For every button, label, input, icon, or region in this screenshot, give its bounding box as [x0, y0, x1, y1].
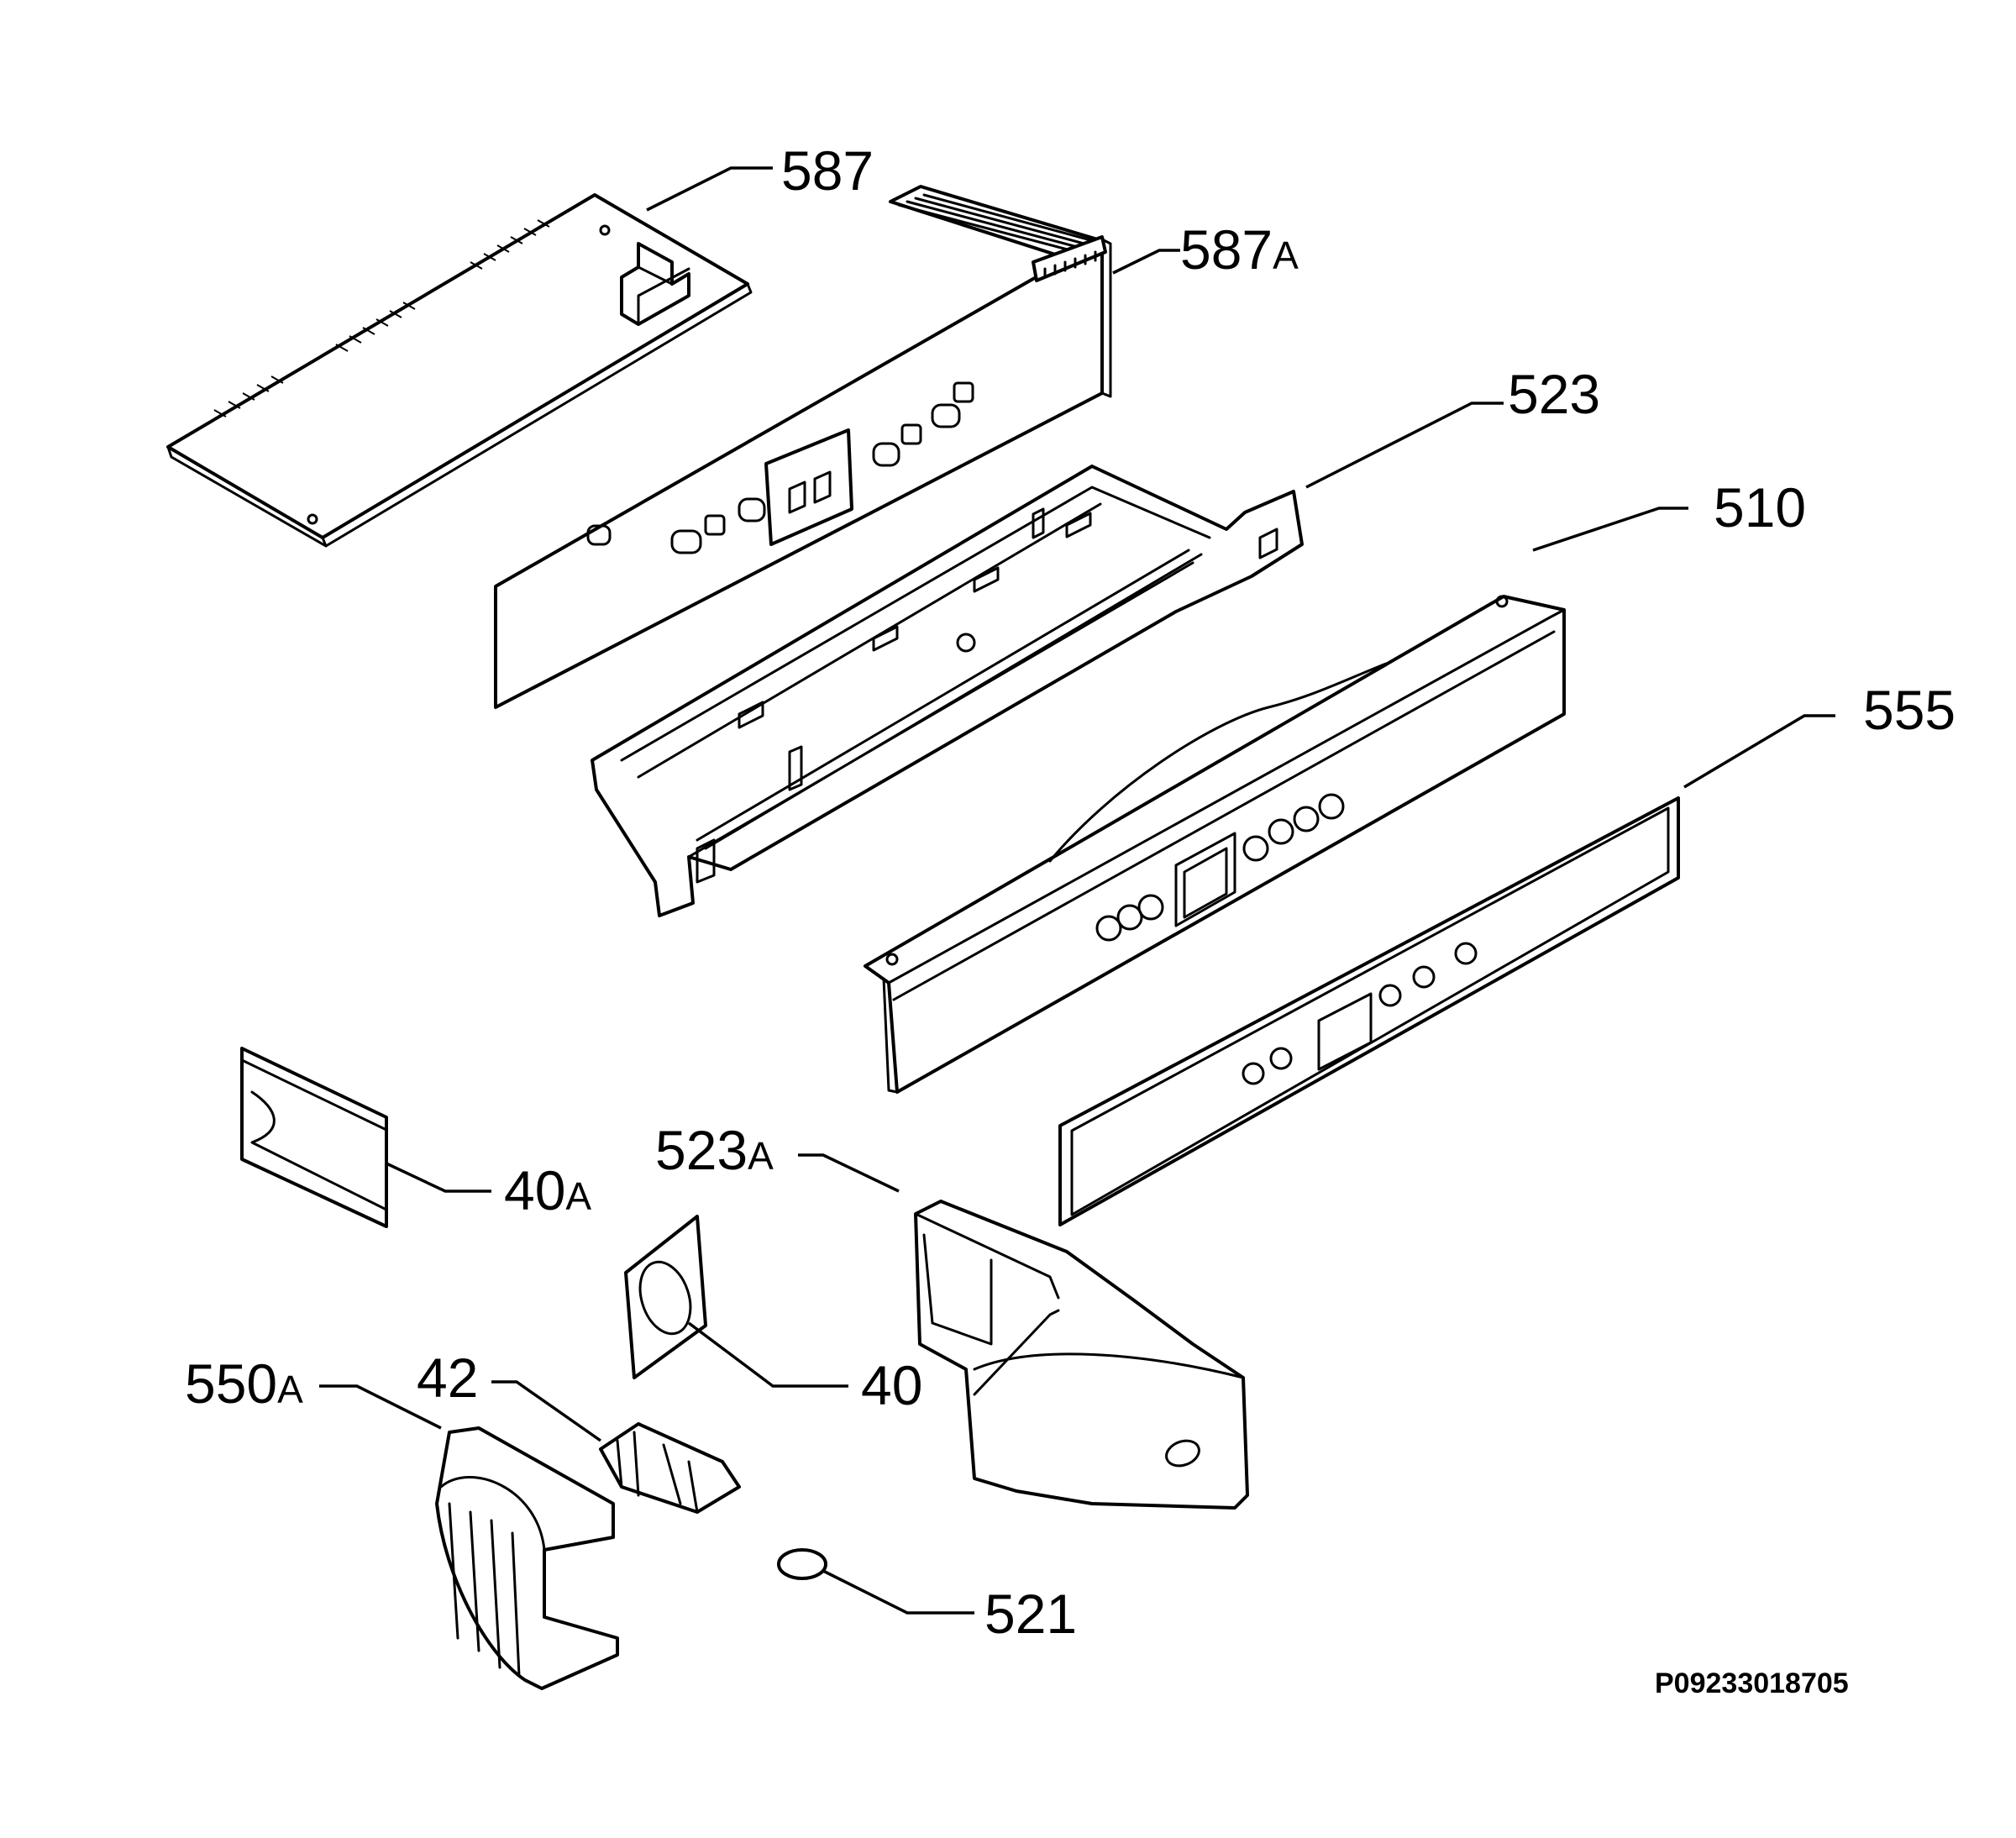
callout-40a: 40A: [504, 1159, 591, 1221]
reference-code: P09233018705: [1655, 1667, 1849, 1699]
callout-521: 521: [984, 1583, 1077, 1645]
part-42-latch: [599, 1422, 741, 1514]
callout-523: 523: [1508, 363, 1600, 425]
part-40a-trim-profile: [240, 1047, 388, 1228]
callout-587a: 587A: [1180, 218, 1299, 281]
callout-510: 510: [1714, 476, 1806, 538]
callout-523a: 523A: [655, 1119, 774, 1181]
callout-550a: 550A: [185, 1352, 303, 1415]
part-523a-side-cap: [914, 1200, 1249, 1510]
callout-587: 587: [781, 139, 874, 202]
callout-40: 40: [861, 1354, 922, 1416]
part-523-frame: [591, 465, 1304, 917]
callout-555: 555: [1863, 679, 1956, 741]
part-510-control-panel: [864, 595, 1566, 1094]
part-550a-end-cap: [435, 1426, 619, 1690]
part-555-decor-strip: [1058, 796, 1680, 1226]
part-587-circuit-board: [166, 193, 753, 548]
part-521-o-ring: [777, 1548, 827, 1580]
part-40-gasket: [624, 1215, 707, 1379]
leader-lines: [319, 166, 1835, 1615]
callout-42: 42: [417, 1347, 478, 1409]
part-587a-keypad-board: [494, 185, 1112, 709]
